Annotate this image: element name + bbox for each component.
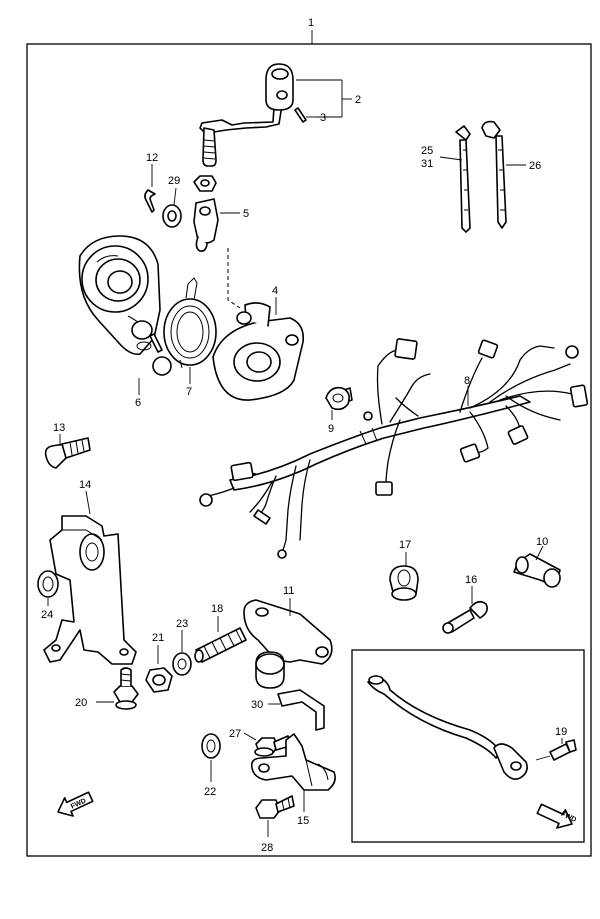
callout-19: 19: [555, 726, 567, 738]
callout-7: 7: [186, 386, 192, 398]
callout-10: 10: [536, 536, 548, 548]
callout-17: 17: [399, 539, 411, 551]
stop-bracket: [243, 599, 333, 689]
washer: [162, 204, 182, 228]
callout-11: 11: [283, 585, 294, 597]
callout-31: 31: [421, 158, 433, 170]
callout-6: 6: [135, 397, 141, 409]
callout-4: 4: [272, 285, 278, 297]
callout-21: 21: [152, 632, 164, 644]
inset-screw: [549, 739, 577, 761]
rod-end: [193, 198, 219, 252]
callout-13: 13: [53, 422, 65, 434]
callout-8: 8: [464, 375, 470, 387]
cable-bracket: [250, 733, 336, 791]
inset-rod: [367, 675, 528, 780]
torsion-spring: [163, 277, 217, 369]
cotter-pin: [144, 189, 156, 213]
callout-18: 18: [211, 603, 223, 615]
pin: [294, 107, 307, 123]
callout-30: 30: [251, 699, 263, 711]
fwd-arrow-icon: FWD: [536, 803, 577, 829]
callout-29: 29: [168, 175, 180, 187]
cable-clip: [277, 689, 325, 731]
callout-16: 16: [465, 574, 477, 586]
callout-2: 2: [355, 94, 361, 106]
callout-15: 15: [297, 815, 309, 827]
bracket: [43, 515, 137, 665]
callout-23: 23: [176, 618, 188, 630]
wire-terminal: [442, 600, 488, 634]
callout-22: 22: [204, 786, 216, 798]
bolt: [113, 667, 139, 710]
nut: [193, 175, 217, 192]
callout-1: 1: [308, 17, 314, 29]
fwd-arrow-icon: FWD: [57, 791, 94, 817]
callout-26: 26: [529, 160, 541, 172]
bushing: [37, 570, 59, 598]
cable-tie-long: [481, 120, 507, 229]
collar-spacer: [513, 553, 561, 588]
hex-bolt: [255, 795, 295, 819]
flange-bolt: [254, 735, 291, 757]
callout-12: 12: [146, 152, 158, 164]
spacer-washer: [201, 733, 221, 759]
callout-27: 27: [229, 728, 241, 740]
throttle-cam: [78, 235, 172, 376]
callout-3: 3: [320, 112, 326, 124]
callout-9: 9: [328, 423, 334, 435]
inset-frame: [351, 649, 585, 843]
throttle-lever: [212, 302, 305, 401]
diagram-frame: [26, 43, 592, 857]
callout-28: 28: [261, 842, 273, 854]
callout-20: 20: [75, 697, 87, 709]
grommet: [325, 386, 350, 411]
lock-nut: [145, 667, 173, 693]
callout-14: 14: [79, 479, 91, 491]
throttle-rod: [199, 63, 294, 167]
stud-bolt: [194, 627, 247, 663]
wiring-harness: [199, 338, 589, 559]
callout-5: 5: [243, 208, 249, 220]
rubber-grommet: [389, 565, 419, 601]
flat-washer: [172, 652, 192, 676]
callout-24: 24: [41, 609, 53, 621]
cable-tie-short: [455, 125, 471, 233]
screw: [44, 437, 91, 469]
callout-25: 25: [421, 145, 433, 157]
